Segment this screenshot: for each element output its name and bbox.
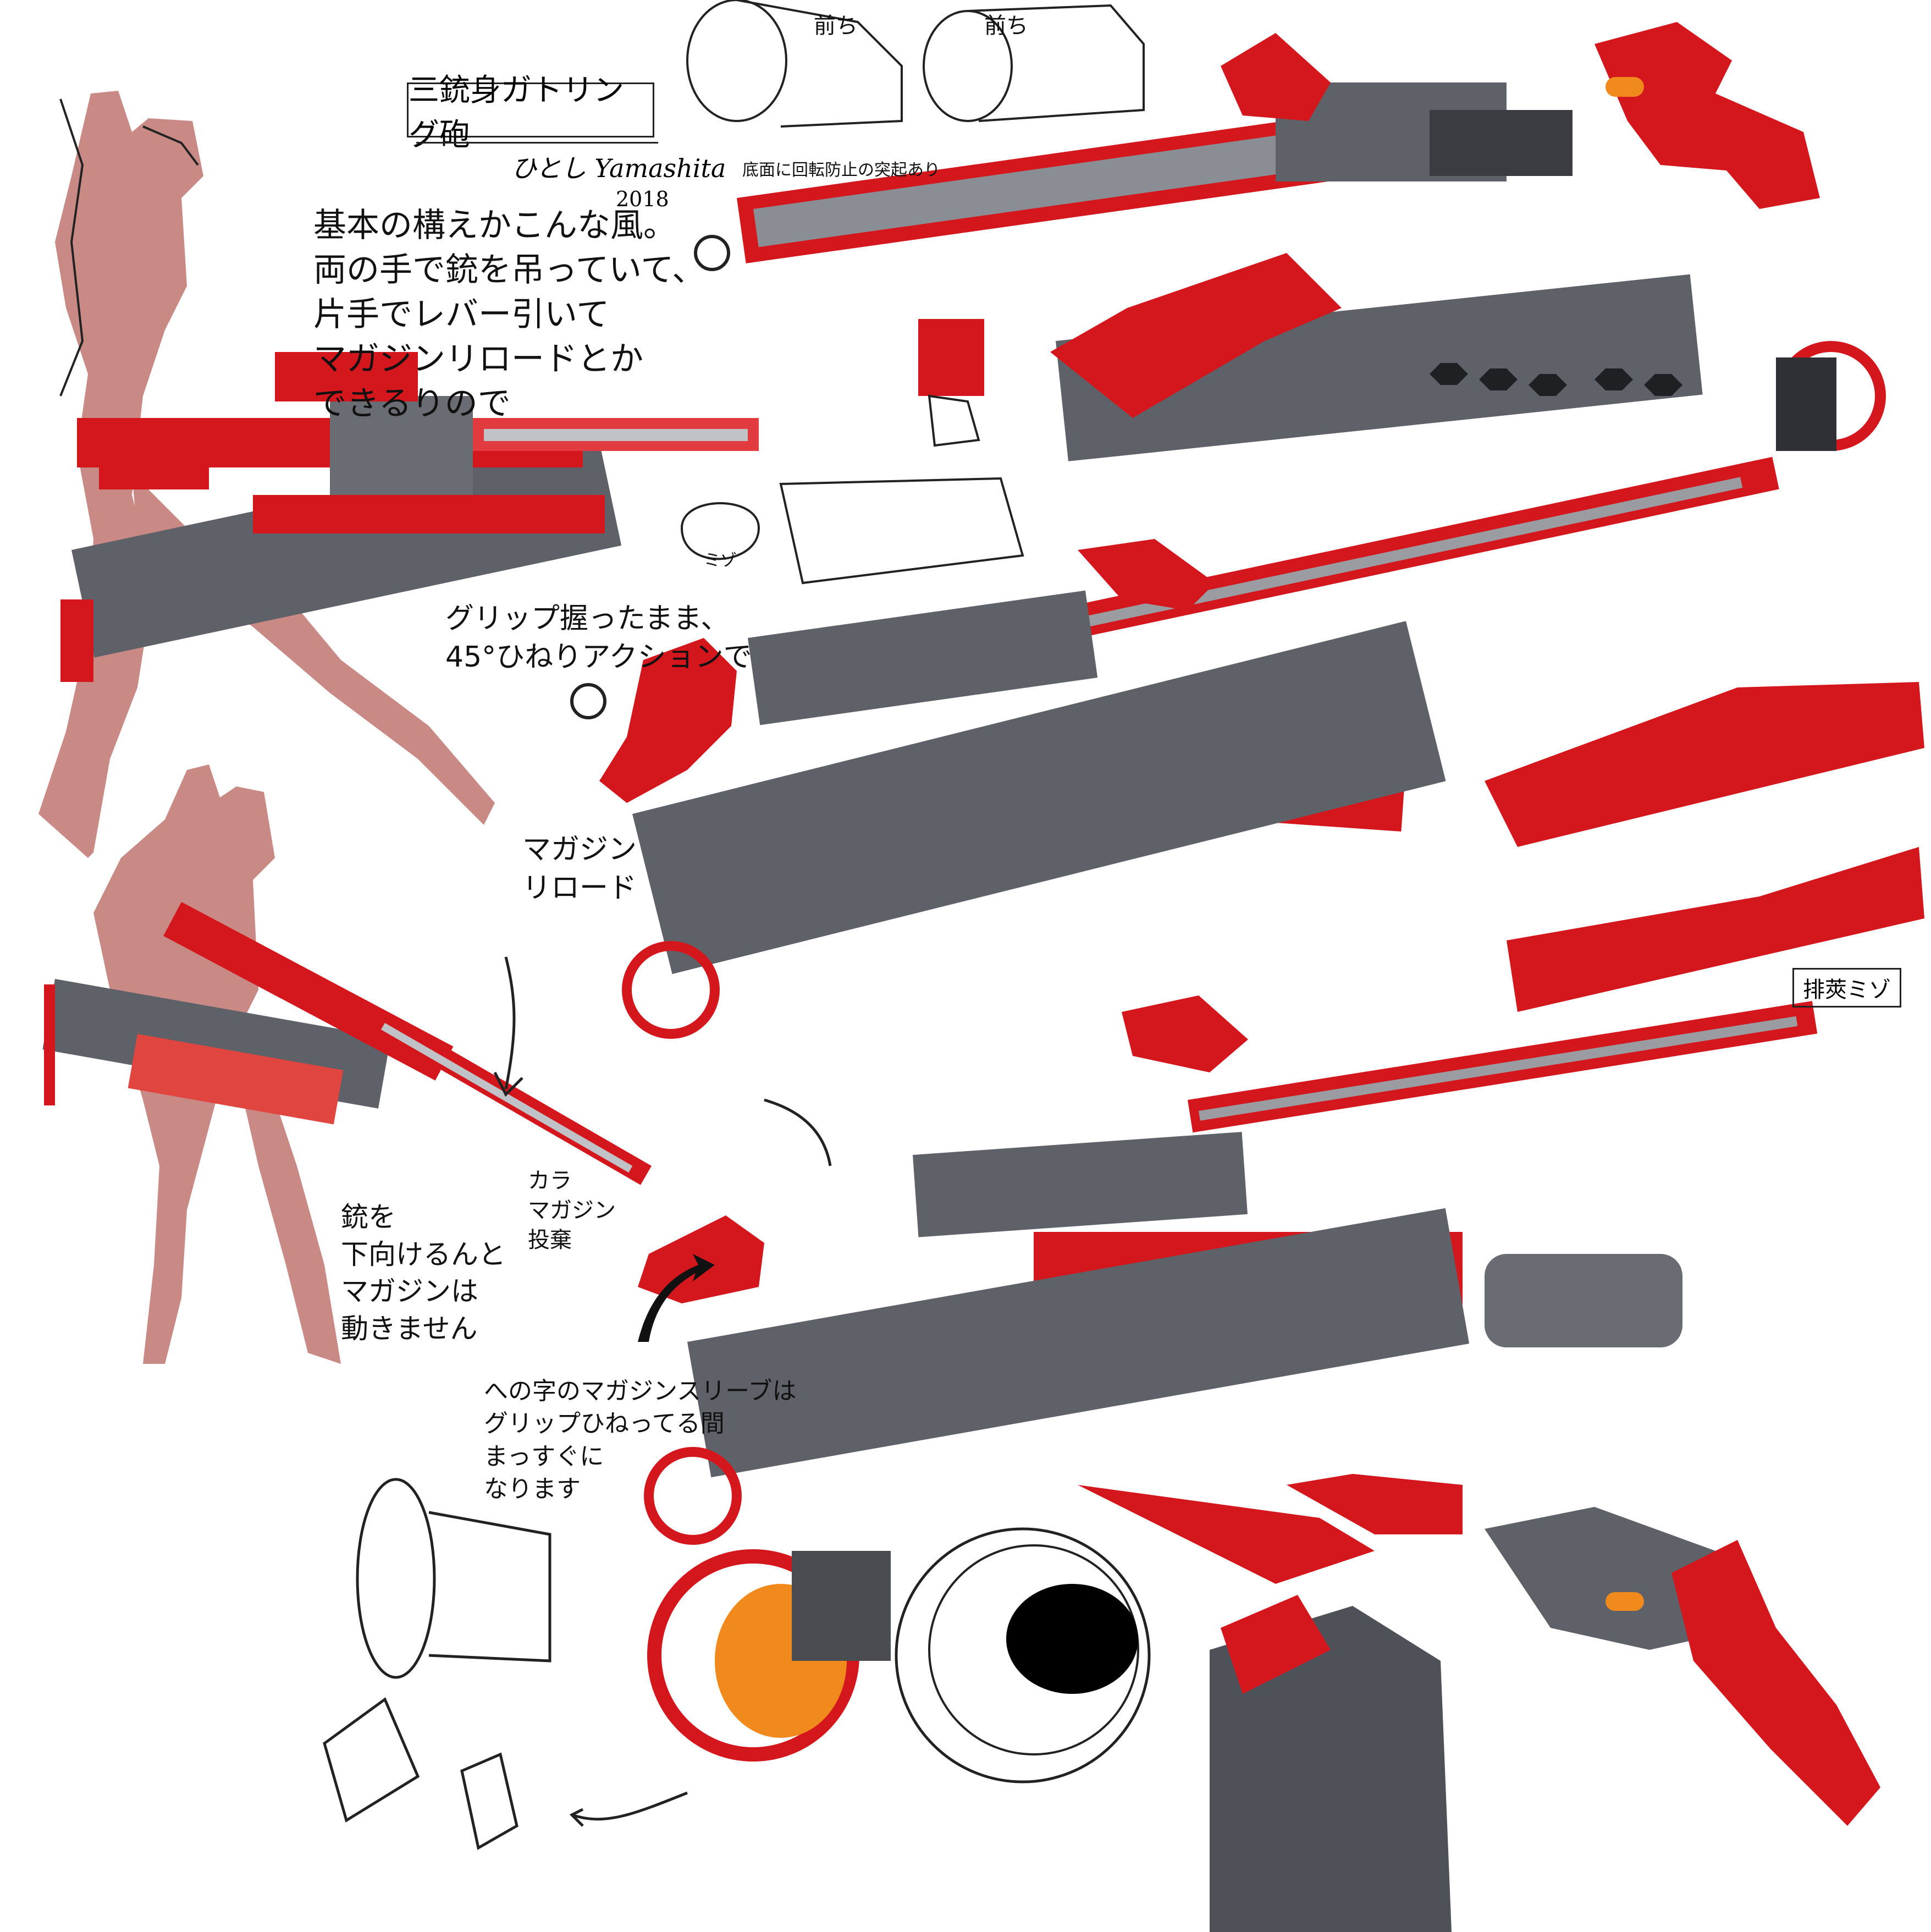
note-sleeve-straightens: への字のマガジンスリーブは グリップひねってる間 まっすぐに なります [484,1377,797,1504]
artist-signature: ひとし Yamashita [511,153,726,183]
note-discard-empty-mag: カラ マガジン 投棄 [528,1168,616,1253]
muzzle-cap-detail [647,1549,891,1762]
gatling-held-reload-view [42,902,652,1185]
label-eject-groove: 排莢ミゾ [1792,968,1901,1008]
note-anti-rotation: 底面に回転防止の突起あり [742,161,940,180]
label-groove: ミゾ [704,551,737,570]
label-front-1: 前ち [814,13,858,38]
gatling-held-side-view [60,352,759,682]
magazine-sketch-1 [686,0,903,128]
page-title: 三銃身ガトリング砲 [407,73,658,153]
note-point-down: 銃を 下向けるんと マガジンは 動きません [341,1201,506,1345]
signature-year: 2018 [616,187,669,211]
bore-detail-sketch [895,1527,1151,1784]
label-front-2: 前ち [984,13,1028,38]
gatling-lower-view [638,995,1818,1545]
muzzle-clamp-part [918,319,984,447]
sleeve-sketch [680,477,1024,585]
curved-arrow-down [493,956,832,1166]
gatling-top-view [737,22,1886,461]
curved-arrow-up [638,1254,715,1342]
gatling-mid-view [599,456,1779,1039]
handguard-part-2 [1507,847,1924,1012]
rotation-arrow-icon [570,235,730,719]
note-magazine-reload: マガジン リロード [522,833,637,905]
note-stance: 基本の構えかこんな風。 両の手で銃を吊っていて、 片手でレバー引いて マガジンリ… [313,206,705,423]
pointer-arrow [569,1791,688,1827]
note-twist-action: グリップ握ったまま、 45°ひねりアクションで [445,602,752,674]
swivel-mount-sketch [323,1478,551,1850]
handguard-part-1 [1485,682,1924,847]
gatling-perspective-view [1078,1474,1880,1932]
magazine-sketch-2 [923,4,1145,122]
